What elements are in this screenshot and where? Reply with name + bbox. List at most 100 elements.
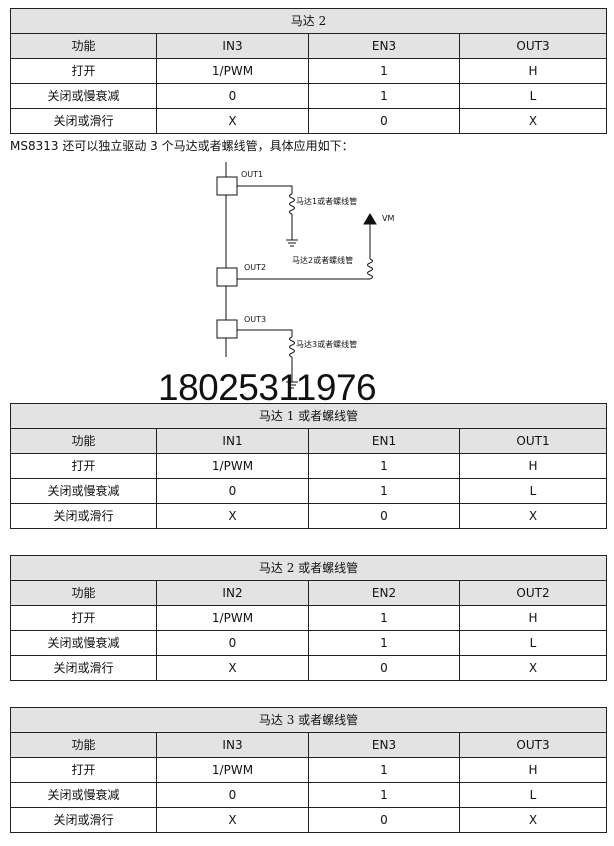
motor2-solenoid-table: 马达 2 或者螺线管 功能 IN2 EN2 OUT2 打开 1/PWM 1 H …	[9, 555, 608, 681]
table-row: 打开 1/PWM 1 H	[10, 605, 608, 631]
cell-en: 0	[308, 655, 460, 681]
cell-function: 关闭或慢衰减	[10, 782, 157, 808]
table-row: 关闭或慢衰减 0 1 L	[10, 630, 608, 656]
cell-out: X	[458, 807, 608, 833]
load2-label: 马达2或者螺线管	[292, 255, 353, 265]
cell-out: X	[458, 108, 608, 134]
cell-in: 1/PWM	[156, 757, 309, 783]
table-title: 马达 2	[9, 8, 608, 34]
out3-block	[216, 319, 238, 339]
cell-in: 0	[156, 83, 309, 109]
load1-coil	[289, 193, 295, 215]
cell-function: 关闭或滑行	[10, 503, 157, 529]
load2-coil	[367, 258, 373, 280]
cell-in: X	[156, 807, 309, 833]
table-title: 马达 3 或者螺线管	[9, 707, 608, 733]
cell-en: 1	[308, 453, 460, 479]
cell-function: 打开	[10, 605, 157, 631]
table-row: 关闭或滑行 X 0 X	[10, 807, 608, 833]
header-function: 功能	[10, 580, 157, 606]
header-en: EN2	[308, 580, 460, 606]
header-in: IN3	[156, 732, 309, 758]
table-row: 打开 1/PWM 1 H	[10, 58, 608, 84]
cell-in: 0	[156, 478, 309, 504]
table-row: 打开 1/PWM 1 H	[10, 757, 608, 783]
load3-coil	[289, 336, 295, 358]
cell-out: H	[458, 757, 608, 783]
vm-arrow	[363, 213, 377, 225]
cell-en: 1	[308, 757, 460, 783]
table-row: 关闭或滑行 X 0 X	[10, 503, 608, 529]
load1-label: 马达1或者螺线管	[296, 196, 357, 206]
cell-in: 1/PWM	[156, 58, 309, 84]
cell-function: 关闭或慢衰减	[10, 83, 157, 109]
cell-in: X	[156, 108, 309, 134]
cell-en: 1	[308, 58, 460, 84]
out1-label: OUT1	[241, 170, 263, 179]
out3-label: OUT3	[244, 315, 266, 324]
header-function: 功能	[10, 33, 157, 59]
cell-en: 1	[308, 630, 460, 656]
header-out: OUT3	[458, 33, 608, 59]
header-out: OUT3	[458, 732, 608, 758]
header-in: IN1	[156, 428, 309, 454]
cell-en: 0	[308, 807, 460, 833]
cell-function: 关闭或滑行	[10, 807, 157, 833]
table-row: 关闭或滑行 X 0 X	[10, 108, 608, 134]
cell-in: 1/PWM	[156, 605, 309, 631]
cell-out: X	[458, 503, 608, 529]
cell-en: 1	[308, 478, 460, 504]
cell-out: L	[458, 83, 608, 109]
cell-out: L	[458, 782, 608, 808]
motor3-solenoid-table: 马达 3 或者螺线管 功能 IN3 EN3 OUT3 打开 1/PWM 1 H …	[9, 707, 608, 833]
cell-en: 1	[308, 83, 460, 109]
table-row: 关闭或滑行 X 0 X	[10, 655, 608, 681]
vm-label: VM	[382, 214, 394, 223]
table-title: 马达 2 或者螺线管	[9, 555, 608, 581]
header-in: IN2	[156, 580, 309, 606]
motor1-solenoid-table: 马达 1 或者螺线管 功能 IN1 EN1 OUT1 打开 1/PWM 1 H …	[9, 403, 608, 529]
cell-in: 1/PWM	[156, 453, 309, 479]
out2-block	[216, 267, 238, 287]
cell-out: H	[458, 605, 608, 631]
description-text: MS8313 还可以独立驱动 3 个马达或者螺线管，具体应用如下：	[10, 139, 354, 153]
header-en: EN1	[308, 428, 460, 454]
cell-out: H	[458, 453, 608, 479]
header-out: OUT2	[458, 580, 608, 606]
table-row: 关闭或慢衰减 0 1 L	[10, 478, 608, 504]
table-title: 马达 1 或者螺线管	[9, 403, 608, 429]
header-in: IN3	[156, 33, 309, 59]
motor2-table: 马达 2 功能 IN3 EN3 OUT3 打开 1/PWM 1 H 关闭或慢衰减…	[9, 8, 608, 134]
cell-in: X	[156, 655, 309, 681]
table-row: 关闭或慢衰减 0 1 L	[10, 83, 608, 109]
cell-in: 0	[156, 630, 309, 656]
cell-en: 0	[308, 503, 460, 529]
cell-function: 关闭或滑行	[10, 108, 157, 134]
cell-function: 打开	[10, 453, 157, 479]
cell-out: H	[458, 58, 608, 84]
header-en: EN3	[308, 732, 460, 758]
cell-out: X	[458, 655, 608, 681]
table-row: 打开 1/PWM 1 H	[10, 453, 608, 479]
cell-function: 关闭或慢衰减	[10, 630, 157, 656]
header-function: 功能	[10, 428, 157, 454]
cell-function: 关闭或慢衰减	[10, 478, 157, 504]
cell-function: 打开	[10, 757, 157, 783]
header-out: OUT1	[458, 428, 608, 454]
header-en: EN3	[308, 33, 460, 59]
table-row: 关闭或慢衰减 0 1 L	[10, 782, 608, 808]
cell-function: 打开	[10, 58, 157, 84]
cell-en: 1	[308, 605, 460, 631]
load3-label: 马达3或者螺线管	[296, 339, 357, 349]
cell-out: L	[458, 478, 608, 504]
circuit-diagram: OUT1 马达1或者螺线管 VM 马达2或者螺线管 OUT2 OUT3 马达3或…	[216, 162, 394, 389]
cell-in: X	[156, 503, 309, 529]
cell-en: 1	[308, 782, 460, 808]
out2-label: OUT2	[244, 263, 266, 272]
out1-block	[216, 176, 238, 196]
cell-out: L	[458, 630, 608, 656]
cell-function: 关闭或滑行	[10, 655, 157, 681]
cell-en: 0	[308, 108, 460, 134]
header-function: 功能	[10, 732, 157, 758]
cell-in: 0	[156, 782, 309, 808]
